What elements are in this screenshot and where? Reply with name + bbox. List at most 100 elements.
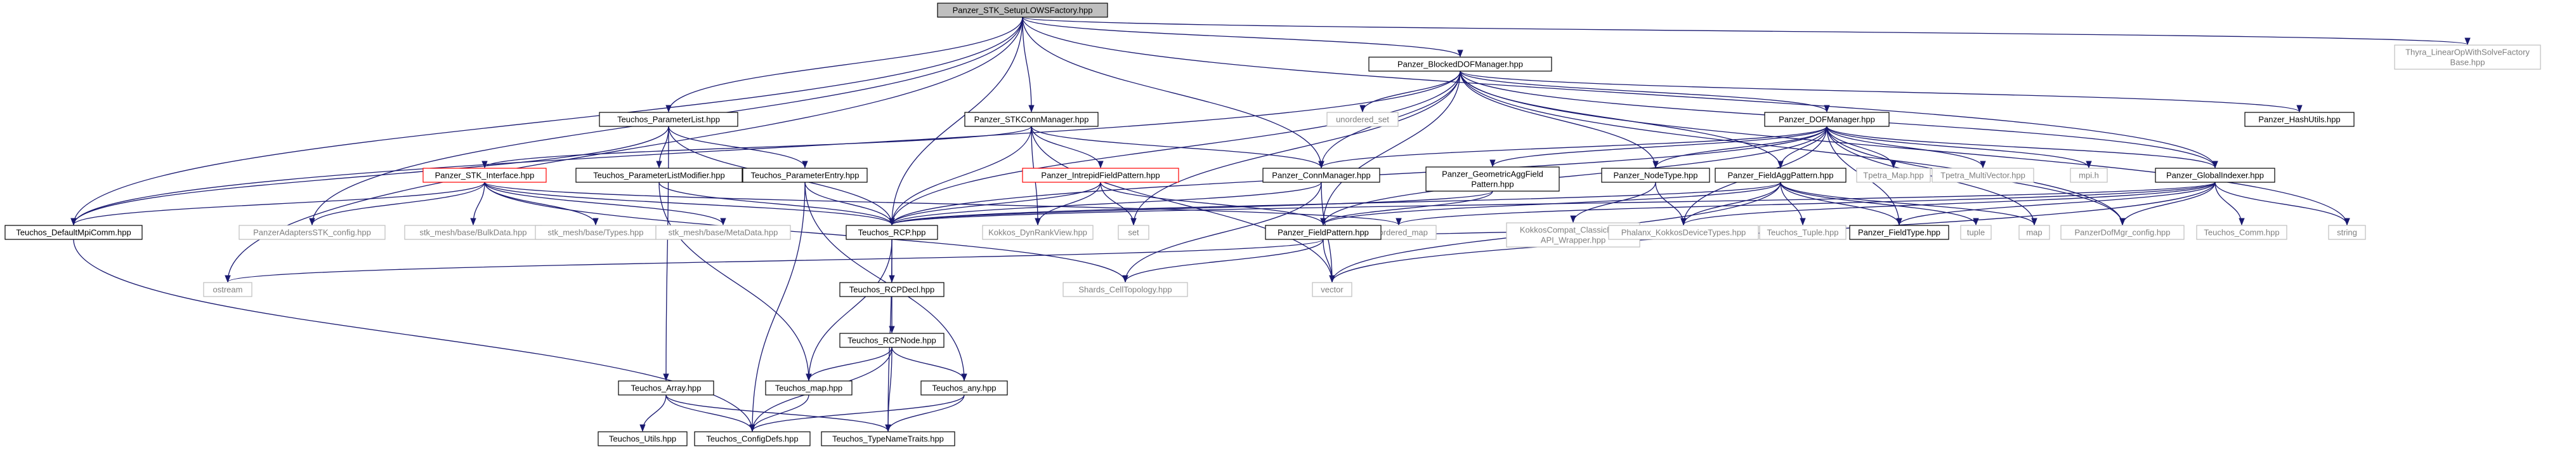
node-teuchos-parameterentry-hpp[interactable]: Teuchos_ParameterEntry.hpp — [742, 168, 868, 183]
node-teuchos-defaultmpicomm-hpp[interactable]: Teuchos_DefaultMpiComm.hpp — [4, 225, 143, 240]
node-label: Phalanx_KokkosDeviceTypes.hpp — [1621, 228, 1746, 237]
node-panzer-fieldpattern-hpp[interactable]: Panzer_FieldPattern.hpp — [1265, 225, 1382, 240]
node-box — [239, 225, 386, 240]
node-label: Panzer_BlockedDOFManager.hpp — [1397, 60, 1523, 69]
node-string: string — [2328, 225, 2366, 240]
edge-globalidx-to-unordered_map — [1396, 182, 2216, 226]
edge-fieldagg-to-tuple — [1780, 182, 1979, 226]
edge-dofmgr-to-nodetype — [1652, 126, 1827, 169]
node-box — [203, 282, 252, 297]
node-box — [1368, 57, 1552, 72]
node-box — [1849, 225, 1949, 240]
node-label: Panzer_DOFManager.hpp — [1779, 115, 1875, 124]
node-label: Teuchos_RCPDecl.hpp — [849, 285, 934, 295]
node-box — [2394, 44, 2541, 70]
node-map: map — [2018, 225, 2050, 240]
node-label: Shards_CellTopology.hpp — [1078, 285, 1172, 295]
edge-geomagg-to-fieldpattern — [1320, 190, 1493, 226]
node-box — [964, 112, 1099, 127]
node-panzer-intrepidfieldpattern-hpp[interactable]: Panzer_IntrepidFieldPattern.hpp — [1022, 168, 1179, 183]
edge-connmgr-to-rcp — [889, 182, 1322, 226]
edge-globalidx-to-dofmgrconf — [2119, 182, 2216, 226]
edge-tparamlist-to-tarray — [663, 126, 669, 382]
edge-stkiface-to-shards — [484, 182, 1128, 283]
node-box — [1759, 225, 1847, 240]
node-label: Panzer_FieldAggPattern.hpp — [1728, 171, 1834, 180]
node-stk-mesh-base-types-hpp: stk_mesh/base/Types.hpp — [535, 225, 657, 240]
node-panzer-connmanager-hpp[interactable]: Panzer_ConnManager.hpp — [1262, 168, 1380, 183]
node-unordered-set: unordered_set — [1326, 112, 1399, 127]
node-teuchos-rcpnode-hpp[interactable]: Teuchos_RCPNode.hpp — [839, 333, 945, 348]
edge-dofmgr-to-geomagg — [1489, 126, 1827, 168]
node-teuchos-configdefs-hpp[interactable]: Teuchos_ConfigDefs.hpp — [694, 431, 811, 446]
node-teuchos-any-hpp[interactable]: Teuchos_any.hpp — [920, 380, 1008, 396]
node-panzer-nodetype-hpp[interactable]: Panzer_NodeType.hpp — [1601, 168, 1710, 183]
node-box — [599, 112, 738, 127]
node-label: vector — [1321, 285, 1344, 295]
node-box — [1960, 225, 1992, 240]
edge-layer — [70, 17, 2470, 432]
node-box — [839, 333, 945, 348]
node-box — [920, 380, 1008, 396]
node-panzer-blockeddofmanager-hpp[interactable]: Panzer_BlockedDOFManager.hpp — [1368, 57, 1552, 72]
node-panzer-hashutils-hpp[interactable]: Panzer_HashUtils.hpp — [2244, 112, 2355, 127]
node-vector: vector — [1312, 282, 1352, 297]
node-panzer-dofmanager-hpp[interactable]: Panzer_DOFManager.hpp — [1764, 112, 1890, 127]
node-box — [1265, 225, 1382, 240]
node-teuchos-array-hpp[interactable]: Teuchos_Array.hpp — [618, 380, 714, 396]
node-panzer-fieldaggpattern-hpp[interactable]: Panzer_FieldAggPattern.hpp — [1715, 168, 1847, 183]
node-label: Teuchos_map.hpp — [775, 384, 842, 393]
edge-tarray-to-typenametraits — [665, 394, 891, 432]
edge-blocked-to-hashutils — [1460, 70, 2303, 113]
node-teuchos-parameterlist-hpp[interactable]: Teuchos_ParameterList.hpp — [599, 112, 738, 127]
edge-rcpnode-to-typenametraits — [885, 347, 892, 432]
edge-root-to-tparamlist — [665, 17, 1023, 113]
node-box — [1262, 168, 1380, 183]
node-panzer-stk-interface-hpp[interactable]: Panzer_STK_Interface.hpp — [422, 168, 547, 183]
node-label: ostream — [213, 285, 243, 295]
node-teuchos-rcpdecl-hpp[interactable]: Teuchos_RCPDecl.hpp — [839, 282, 945, 297]
node-label: Teuchos_Utils.hpp — [609, 434, 676, 444]
edge-dofmgr-to-mpih — [1826, 126, 2092, 169]
node-teuchos-rcp-hpp[interactable]: Teuchos_RCP.hpp — [846, 225, 938, 240]
node-box — [1118, 225, 1149, 240]
edge-globalidx-to-phalanx — [1680, 182, 2216, 226]
edge-fieldagg-to-phalanx — [1680, 182, 1781, 226]
node-label: Panzer_NodeType.hpp — [1614, 171, 1698, 180]
edge-root-to-globalidx — [1022, 17, 2218, 169]
edge-stkiface-to-rcp — [484, 182, 895, 226]
node-panzer-stk-setuplowsfactory-hpp[interactable]: Panzer_STK_SetupLOWSFactory.hpp — [937, 3, 1108, 18]
edge-blocked-to-fieldpattern — [1320, 70, 1461, 226]
node-label: Teuchos_RCP.hpp — [858, 228, 926, 237]
node-panzer-stkconnmanager-hpp[interactable]: Panzer_STKConnManager.hpp — [964, 112, 1099, 127]
node-panzeradaptersstk-config-hpp: PanzerAdaptersSTK_config.hpp — [239, 225, 386, 240]
node-box — [1764, 112, 1890, 127]
edge-tarray-to-configdefs — [665, 394, 755, 432]
edge-globalidx-to-rcp — [889, 182, 2216, 226]
node-teuchos-parameterlistmodifier-hpp[interactable]: Teuchos_ParameterListModifier.hpp — [575, 168, 743, 183]
node-ostream: ostream — [203, 282, 252, 297]
edge-fieldpattern-to-ostream — [225, 239, 1324, 283]
node-label: PanzerAdaptersSTK_config.hpp — [253, 228, 371, 237]
node-kokkos-dynrankview-hpp: Kokkos_DynRankView.hpp — [982, 225, 1094, 240]
edge-defmpicomm-to-configdefs — [73, 239, 755, 432]
node-label: Pattern.hpp — [1471, 180, 1514, 189]
node-label: Panzer_FieldPattern.hpp — [1278, 228, 1369, 237]
edge-dofmgr-to-fieldagg — [1777, 126, 1827, 169]
node-label: Teuchos_ConfigDefs.hpp — [706, 434, 798, 444]
node-label: Teuchos_TypeNameTraits.hpp — [832, 434, 944, 444]
node-panzer-fieldtype-hpp[interactable]: Panzer_FieldType.hpp — [1849, 225, 1949, 240]
node-teuchos-typenametraits-hpp[interactable]: Teuchos_TypeNameTraits.hpp — [821, 431, 955, 446]
edge-intrepid-to-set — [1100, 182, 1137, 226]
node-teuchos-map-hpp[interactable]: Teuchos_map.hpp — [765, 380, 853, 396]
node-label: Panzer_GeometricAggField — [1442, 170, 1543, 179]
node-teuchos-utils-hpp[interactable]: Teuchos_Utils.hpp — [598, 431, 688, 446]
edge-stkiface-to-types — [484, 182, 599, 226]
edge-rcpnode-to-tany — [891, 347, 967, 382]
node-label: map — [2026, 228, 2042, 237]
node-box — [2018, 225, 2050, 240]
edge-globalidx-to-string — [2214, 182, 2350, 226]
node-panzer-globalindexer-hpp[interactable]: Panzer_GlobalIndexer.hpp — [2155, 168, 2275, 183]
